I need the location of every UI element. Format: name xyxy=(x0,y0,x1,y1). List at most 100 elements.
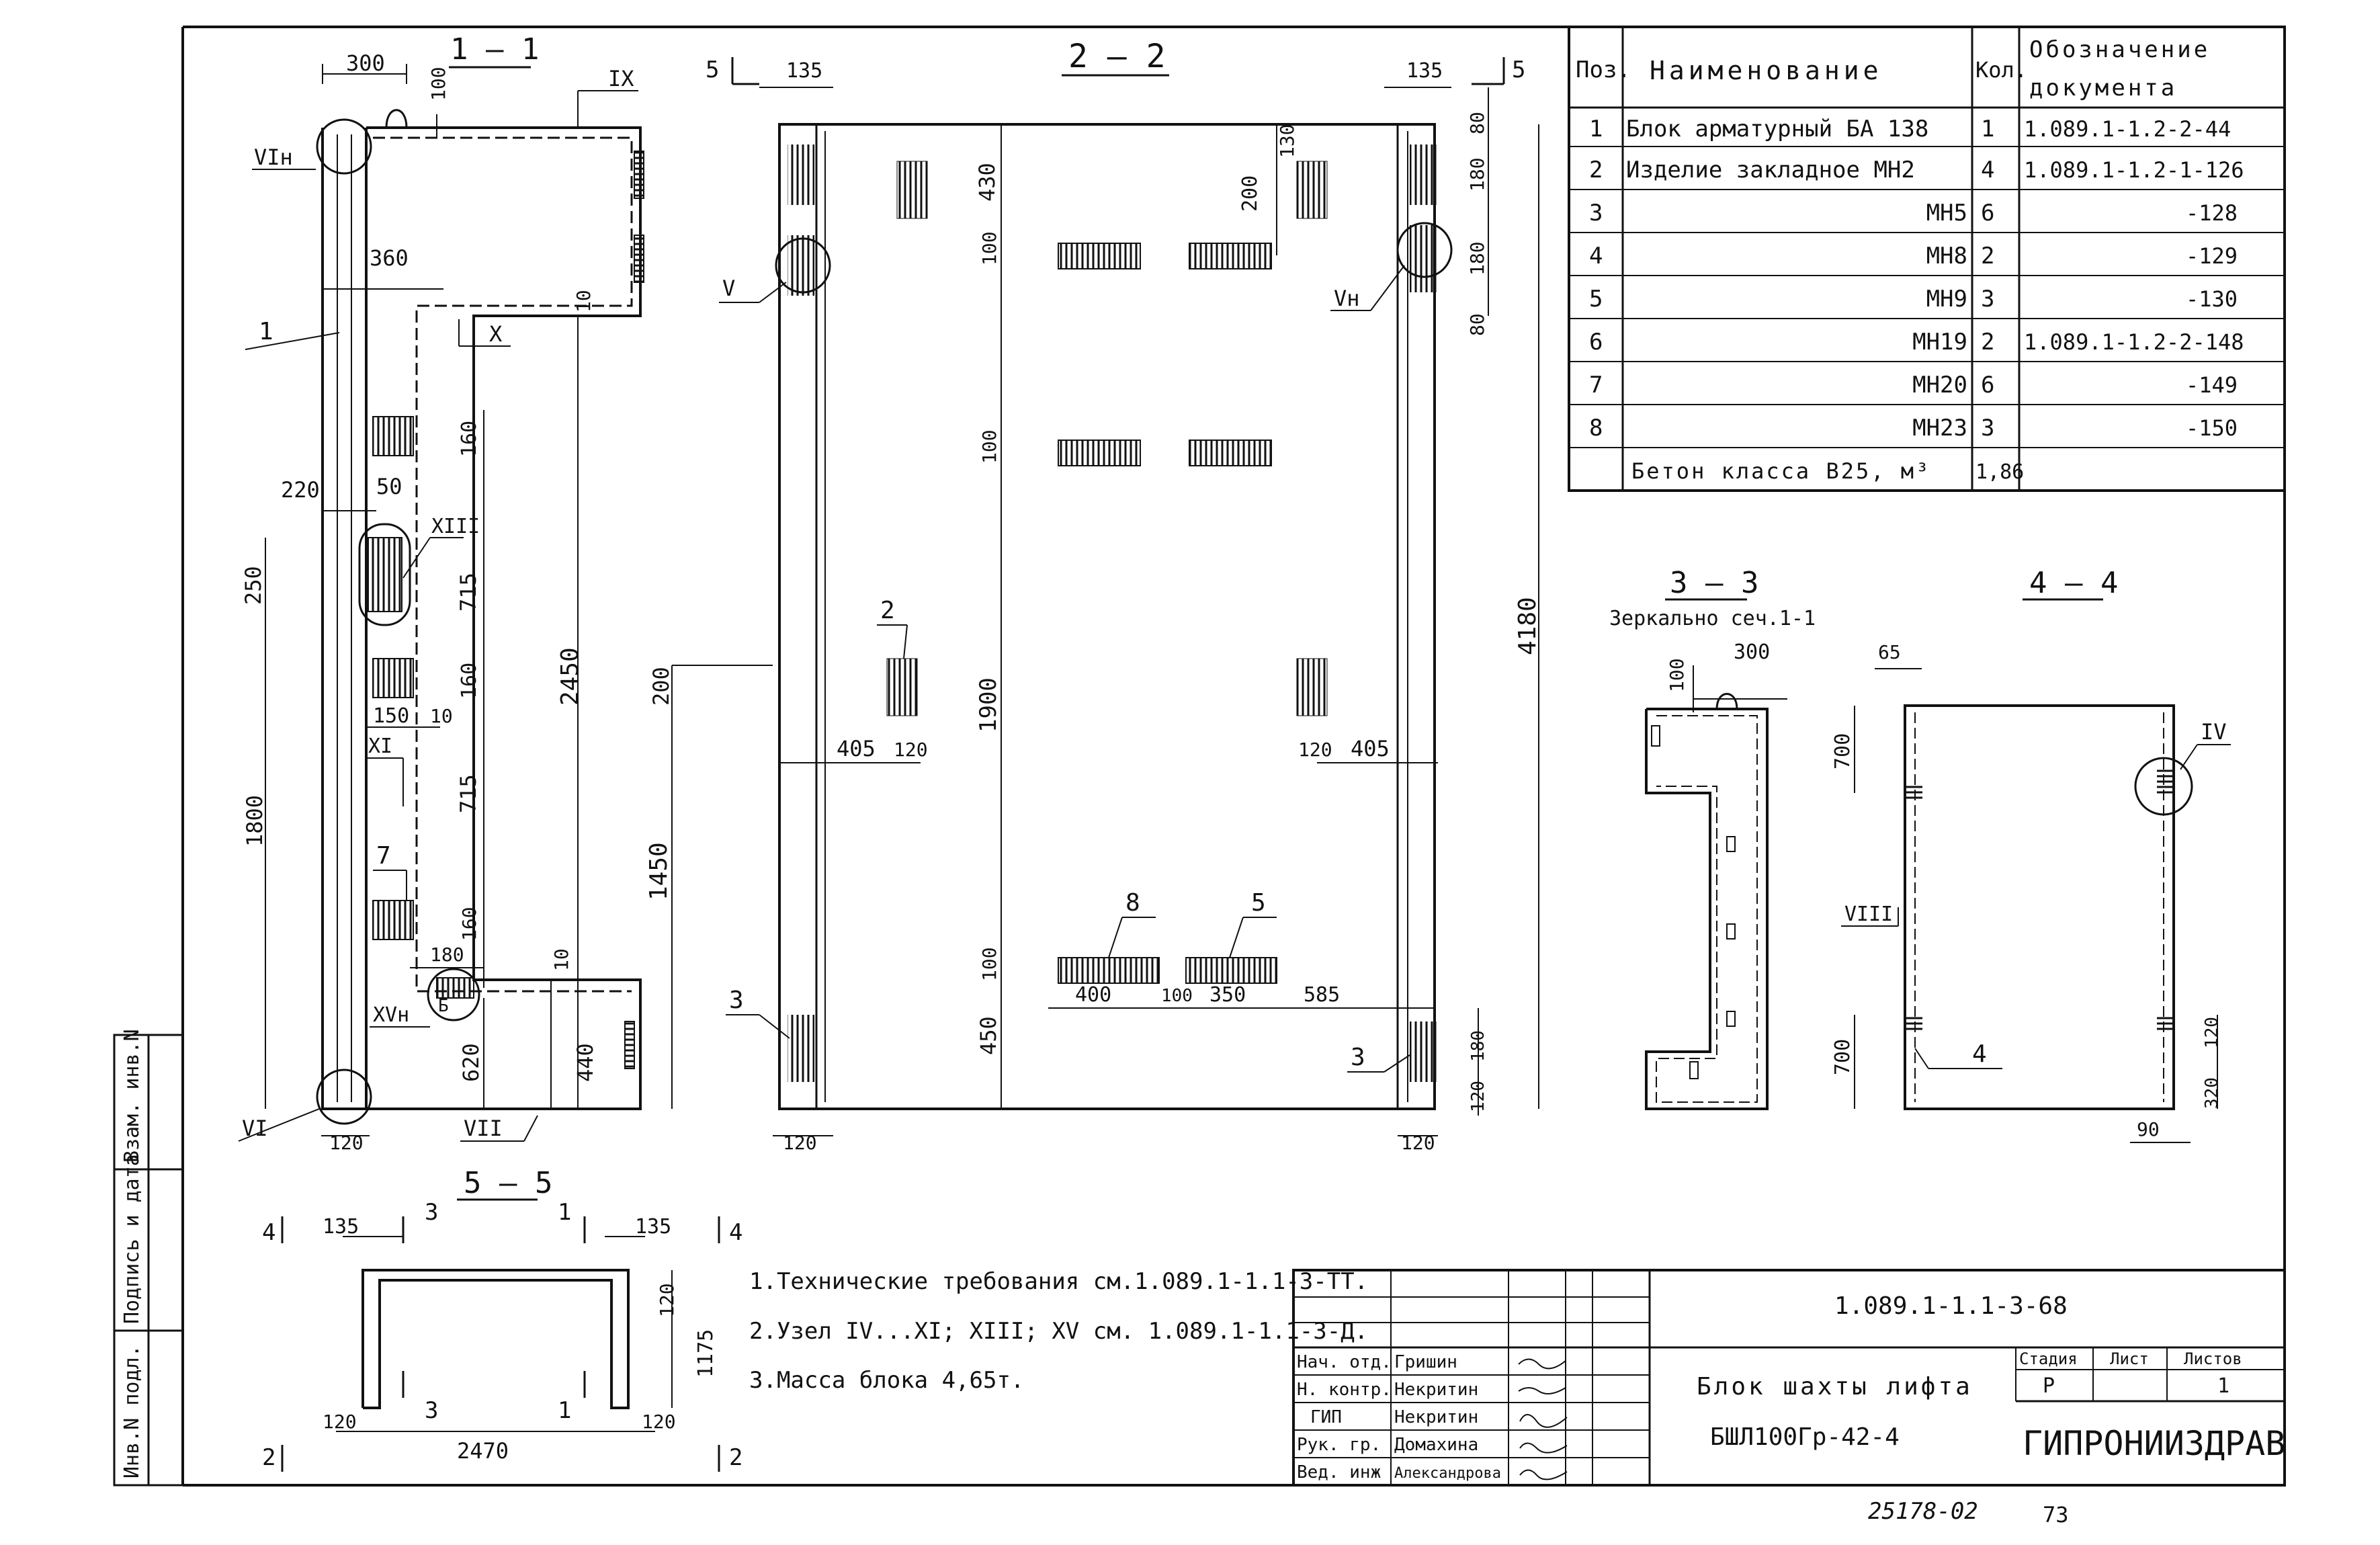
dim: 400 xyxy=(1075,983,1111,1007)
node-label: X xyxy=(489,321,502,347)
spec-header-name: Наименование xyxy=(1650,56,1883,85)
dim: 10 xyxy=(430,705,453,727)
dim: 1800 xyxy=(242,795,267,847)
dim: 120 xyxy=(783,1132,817,1154)
dim: 180 xyxy=(1468,1030,1488,1062)
spec-row: 2 Изделие закладное МН2 4 1.089.1-1.2-1-… xyxy=(1589,157,2244,183)
section-3-3-note: Зеркально сеч.1-1 xyxy=(1609,607,1816,630)
staff-role: ГИП xyxy=(1310,1407,1342,1427)
dim: 120 xyxy=(656,1283,678,1317)
staff-name: Домахина xyxy=(1394,1435,1478,1455)
note: 1.Технические требования см.1.089.1-1.1-… xyxy=(749,1268,1368,1295)
dim: 120 xyxy=(2202,1017,2222,1048)
dim: 1175 xyxy=(694,1329,718,1378)
dim: 120 xyxy=(329,1132,364,1154)
spec-row: 8 МН23 3 -150 xyxy=(1589,415,2238,442)
dim: 180 xyxy=(430,944,464,966)
spec-cell-name: Блок арматурный БА 138 xyxy=(1626,116,1928,142)
leader-label: 3 xyxy=(729,987,744,1014)
embedded-plate xyxy=(1058,957,1160,984)
node-label: IX xyxy=(608,66,634,91)
dim: 135 xyxy=(1406,59,1443,83)
node-label: VII xyxy=(464,1116,503,1141)
spec-header-doc-1: Обозначение xyxy=(2029,36,2210,63)
embedded-plate xyxy=(2157,769,2174,796)
embedded-plate xyxy=(634,151,644,199)
dim: 100 xyxy=(978,429,1001,464)
title-line-2: БШЛ100Гр-42-4 xyxy=(1710,1423,1900,1451)
section-mark: 3 xyxy=(425,1397,438,1424)
title-sheets-label: Листов xyxy=(2184,1349,2242,1368)
node-label: VI xyxy=(242,1116,268,1141)
embedded-plate xyxy=(1185,957,1277,984)
dim: 250 xyxy=(241,566,266,605)
dim: 405 xyxy=(837,736,876,761)
spec-header-doc-2: документа xyxy=(2029,75,2177,101)
signature xyxy=(1518,1358,1566,1370)
dim: 700 xyxy=(1831,733,1855,769)
section-mark: 2 xyxy=(262,1444,275,1471)
embedded-plate xyxy=(886,658,918,716)
dim: 2450 xyxy=(556,647,584,706)
staff-role: Рук. гр. xyxy=(1297,1435,1381,1455)
spec-cell-doc: 1.089.1-1.2-2-44 xyxy=(2024,116,2231,142)
dim: 220 xyxy=(281,477,320,503)
dim: 300 xyxy=(1734,640,1770,664)
spec-table: Поз. Наименование Кол. Обозначение докум… xyxy=(1568,26,2286,492)
section-3-3: 3 — 3 Зеркально сеч.1-1 100 300 xyxy=(1609,566,1816,1110)
signature xyxy=(1519,1469,1568,1480)
dim: 100 xyxy=(978,231,1001,265)
spec-row: 6 МН19 2 1.089.1-1.2-2-148 xyxy=(1589,329,2244,356)
section-mark: 1 xyxy=(558,1199,571,1226)
title-sheets: 1 xyxy=(2217,1374,2229,1398)
dim: 120 xyxy=(894,739,928,761)
dim: 180 xyxy=(1466,157,1488,192)
spec-cell-pos: 3 xyxy=(1589,200,1603,226)
spec-cell-doc: 1.089.1-1.2-2-148 xyxy=(2024,329,2244,355)
node-label: V xyxy=(722,276,735,301)
spec-cell-qty: 6 xyxy=(1981,372,1994,399)
embedded-plate xyxy=(372,900,414,940)
spec-cell-name: МН23 xyxy=(1912,415,1967,442)
embedded-plate xyxy=(372,658,414,698)
spec-cell-qty: 4 xyxy=(1981,157,1994,183)
spec-cell-pos: 5 xyxy=(1589,286,1603,312)
note: 2.Узел IV...XI; XIII; XV см. 1.089.1-1.1… xyxy=(749,1318,1368,1345)
node-label: XVн xyxy=(373,1003,409,1027)
embedded-plate xyxy=(1410,225,1437,292)
spec-cell-qty: 2 xyxy=(1981,243,1994,269)
leader-label: 3 xyxy=(1351,1044,1365,1071)
dim: 2470 xyxy=(457,1438,509,1464)
embedded-plate xyxy=(2157,1015,2174,1032)
title-stage-label: Стадия xyxy=(2019,1349,2078,1368)
dim: 100 xyxy=(1161,986,1193,1006)
dim: 180 xyxy=(1466,241,1488,276)
embedded-plate xyxy=(1410,1021,1437,1082)
section-mark: 2 xyxy=(729,1444,742,1471)
spec-cell-name: Изделие закладное МН2 xyxy=(1626,157,1915,183)
spec-cell-pos: 2 xyxy=(1589,157,1603,183)
dim: 120 xyxy=(1468,1081,1488,1112)
detail-ring xyxy=(358,523,411,626)
staff-role: Нач. отд. xyxy=(1297,1352,1392,1372)
staff-name: Некритин xyxy=(1394,1407,1478,1427)
spec-row: Бетон класса В25, м³ 1,86 xyxy=(1631,458,2024,484)
spec-cell-doc: -128 xyxy=(2186,200,2238,226)
dim: 135 xyxy=(323,1215,359,1239)
footer-page: 73 xyxy=(2043,1502,2069,1528)
embedded-plate xyxy=(788,235,814,296)
embedded-plate xyxy=(436,977,474,999)
dim: 450 xyxy=(976,1016,1001,1055)
embedded-plate xyxy=(1189,243,1272,269)
dim: 100 xyxy=(978,947,1001,981)
title-stage: Р xyxy=(2043,1374,2055,1398)
dim: 80 xyxy=(1466,313,1488,336)
embedded-plate xyxy=(1906,1015,1922,1032)
dim: 150 xyxy=(373,704,409,728)
dim: 90 xyxy=(2137,1118,2160,1140)
dim: 715 xyxy=(456,573,481,612)
embedded-plate xyxy=(1189,440,1272,466)
dim: 135 xyxy=(786,59,822,83)
embedded-plate xyxy=(1296,161,1328,219)
spec-row: 7 МН20 6 -149 xyxy=(1589,372,2238,399)
